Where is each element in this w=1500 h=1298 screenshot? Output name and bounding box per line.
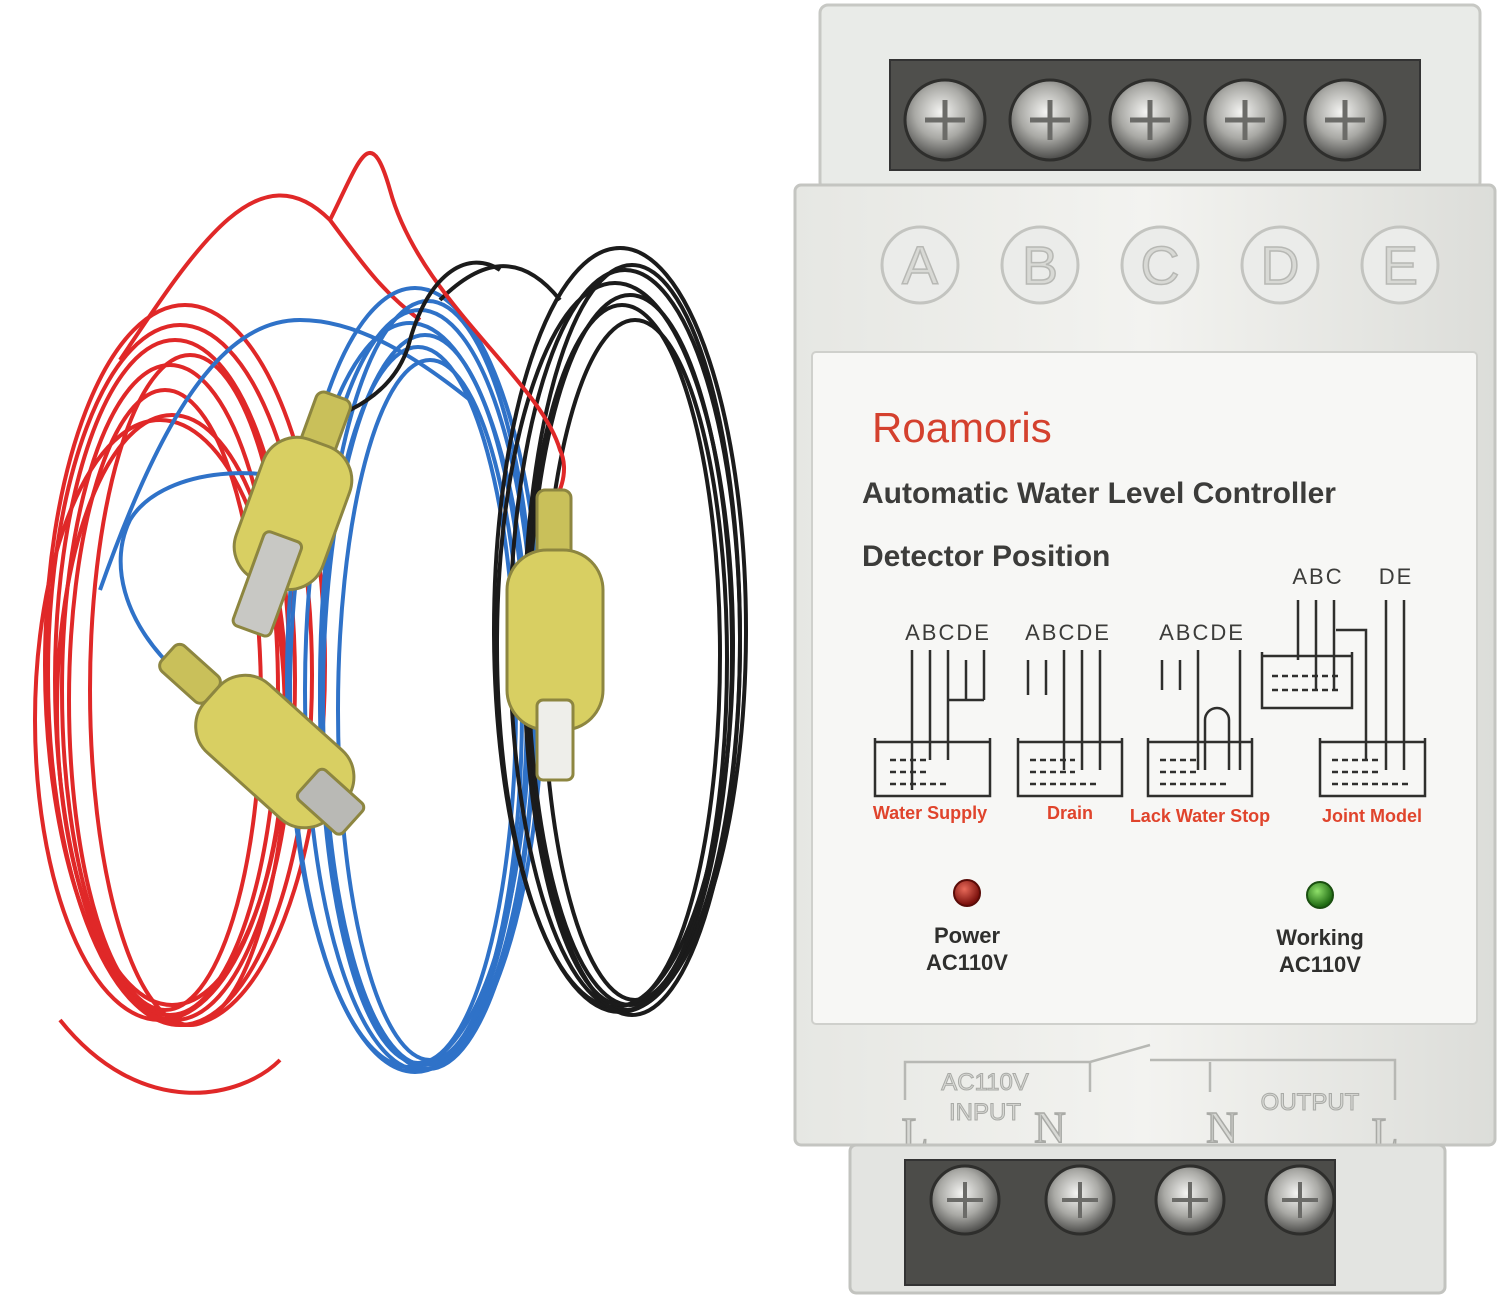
- front-label-panel: [811, 351, 1478, 1025]
- screw-terminal-icon: [929, 1164, 1001, 1236]
- probe-clip-icon: [158, 390, 605, 836]
- mode-letters-lack-water: ABCDE: [1159, 620, 1245, 645]
- terminal-label-e: E: [1382, 236, 1418, 296]
- screw-terminal-icon: [1303, 78, 1387, 162]
- tank-icon: [873, 650, 992, 798]
- product-title: Automatic Water Level Controller: [862, 477, 1336, 510]
- top-screw-terminals: [903, 78, 1387, 162]
- mode-label-drain: Drain: [1047, 803, 1093, 823]
- wire-coils: [33, 151, 748, 1095]
- power-led-icon: [953, 879, 981, 907]
- terminal-label-c: C: [1141, 236, 1180, 296]
- screw-terminal-icon: [1203, 78, 1287, 162]
- mode-letters-drain: ABCDE: [1025, 620, 1111, 645]
- red-wire-coil-icon: [33, 193, 422, 1095]
- red-lead-wire: [328, 151, 566, 512]
- tank-icon: [1016, 650, 1124, 798]
- terminal-letters: A B C D E: [880, 225, 1440, 305]
- mode-label-joint-model: Joint Model: [1322, 806, 1422, 826]
- black-lead-wire: [349, 260, 502, 412]
- working-voltage: AC110V: [1279, 952, 1361, 977]
- screw-terminal-icon: [1264, 1164, 1336, 1236]
- input-label: INPUT: [949, 1099, 1021, 1126]
- mode-letters-joint-de: DE: [1379, 564, 1414, 589]
- screw-terminal-icon: [1044, 1164, 1116, 1236]
- tank-icon: [1260, 600, 1427, 798]
- mode-letters-water-supply: ABCDE: [905, 620, 991, 645]
- working-led-icon: [1306, 881, 1334, 909]
- power-voltage: AC110V: [926, 950, 1008, 975]
- mode-diagrams: [873, 600, 1427, 798]
- mode-letters-joint-abc: ABC: [1292, 564, 1343, 589]
- detector-position-heading: Detector Position: [862, 540, 1110, 573]
- bottom-screw-terminals: [929, 1164, 1336, 1236]
- output-wiring-legend: [903, 1043, 1397, 1100]
- terminal-label-a: A: [902, 236, 938, 296]
- mode-label-water-supply: Water Supply: [873, 803, 987, 823]
- screw-terminal-icon: [1154, 1164, 1226, 1236]
- screw-terminal-icon: [1008, 78, 1092, 162]
- terminal-label-d: D: [1261, 236, 1300, 296]
- input-voltage-label: AC110V: [941, 1069, 1029, 1096]
- black-wire-coil-icon: [438, 246, 748, 1017]
- screw-terminal-icon: [903, 78, 987, 162]
- tank-icon: [1146, 650, 1254, 798]
- terminal-label-b: B: [1022, 236, 1058, 296]
- screw-terminal-icon: [1108, 78, 1192, 162]
- mode-label-lack-water-stop: Lack Water Stop: [1130, 806, 1270, 826]
- brand-name: Roamoris: [872, 404, 1052, 451]
- power-label: Power: [934, 923, 1000, 948]
- controller-device: A B C D E Roamoris Automatic Water Level…: [793, 3, 1497, 1295]
- output-label: OUTPUT: [1261, 1089, 1360, 1116]
- working-label: Working: [1276, 925, 1364, 950]
